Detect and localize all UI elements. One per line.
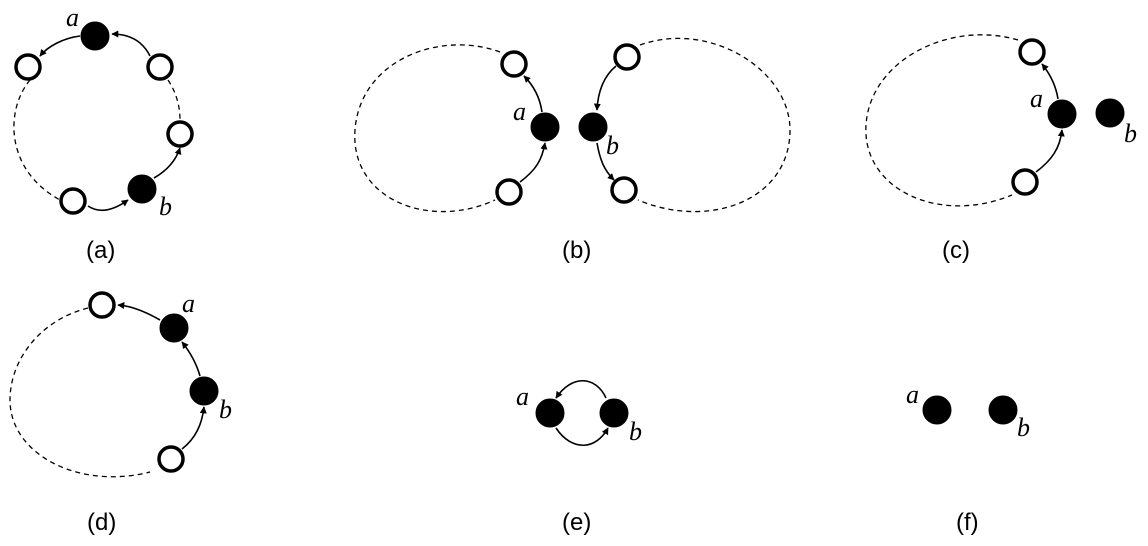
- open-node: [59, 187, 87, 215]
- filled-node-b: [988, 395, 1018, 425]
- arrow: [593, 65, 617, 111]
- panel-caption-e: (e): [562, 509, 591, 536]
- filled-node-b: [1095, 98, 1125, 128]
- filled-node-a: [922, 395, 952, 425]
- arrow: [117, 301, 161, 321]
- node-label-b: b: [219, 395, 232, 424]
- panel-b: a b (b): [354, 37, 791, 264]
- panel-a: a b (a): [13, 3, 194, 264]
- open-node: [14, 53, 42, 81]
- open-node: [613, 43, 641, 71]
- node-label-b: b: [1017, 413, 1030, 442]
- arrow: [87, 199, 129, 212]
- filled-node-b: [189, 376, 219, 406]
- filled-node-a: [80, 21, 110, 51]
- open-node: [166, 120, 194, 148]
- node-label-b: b: [606, 131, 619, 160]
- filled-node-b: [578, 112, 608, 142]
- open-node: [495, 178, 523, 206]
- arrow: [39, 35, 81, 57]
- panel-caption-d: (d): [87, 509, 116, 536]
- open-node: [146, 53, 174, 81]
- panel-caption-c: (c): [942, 237, 970, 264]
- panel-d: a b (d): [9, 289, 232, 536]
- node-label-a: a: [182, 289, 195, 318]
- arrow: [1041, 63, 1059, 100]
- filled-node-a: [530, 112, 560, 142]
- node-label-a: a: [516, 382, 529, 411]
- arrow: [523, 75, 543, 113]
- arrow: [596, 142, 615, 181]
- arrow: [1035, 129, 1065, 173]
- open-node: [88, 291, 116, 319]
- node-label-b: b: [1124, 119, 1137, 148]
- node-label-b: b: [159, 192, 172, 221]
- dashed-ring-segment: [167, 79, 181, 121]
- arrow: [181, 406, 207, 450]
- node-label-a: a: [513, 97, 526, 126]
- arrow: [153, 147, 182, 179]
- open-node: [1018, 38, 1046, 66]
- arrow: [181, 341, 201, 377]
- arrow: [555, 427, 609, 446]
- node-label-a: a: [1030, 84, 1043, 113]
- panel-e: a b (e): [516, 380, 642, 536]
- dashed-ring-segment: [13, 79, 61, 201]
- panel-c: a b (c): [865, 34, 1137, 264]
- filled-node-a: [535, 398, 565, 428]
- panel-caption-f: (f): [956, 509, 979, 536]
- dashed-ring-segment: [9, 307, 151, 478]
- filled-node-b: [599, 398, 629, 428]
- filled-node-b: [127, 174, 157, 204]
- node-label-b: b: [629, 417, 642, 446]
- open-node: [500, 50, 528, 78]
- dashed-ring-segment: [865, 34, 1019, 207]
- open-node: [1011, 168, 1039, 196]
- dashed-ring-segment: [637, 37, 791, 213]
- filled-node-a: [1047, 99, 1077, 129]
- open-node: [157, 445, 185, 473]
- node-label-a: a: [906, 380, 919, 409]
- panel-caption-b: (b): [562, 237, 591, 264]
- node-label-a: a: [66, 3, 79, 32]
- arrow: [555, 380, 607, 399]
- arrow: [519, 142, 548, 183]
- arrow: [111, 30, 151, 57]
- panel-f: a b (f): [906, 380, 1030, 536]
- filled-node-a: [159, 313, 189, 343]
- open-node: [610, 176, 638, 204]
- dashed-ring-segment: [354, 44, 501, 213]
- panel-caption-a: (a): [86, 237, 115, 264]
